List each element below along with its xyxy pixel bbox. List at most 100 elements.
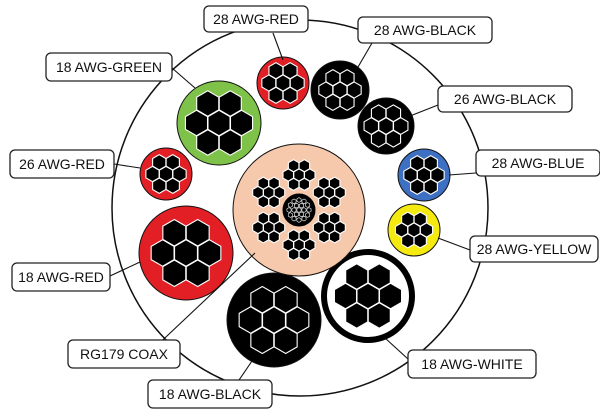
coax-center-strands	[286, 197, 312, 223]
coax-core-strand	[305, 212, 311, 218]
leader-red-26	[113, 163, 141, 169]
strand-hexagon	[257, 230, 270, 244]
wire-strands	[394, 211, 434, 249]
strand-hexagon	[298, 177, 311, 192]
leader-coax	[149, 252, 256, 353]
label-text: 28 AWG-RED	[213, 11, 299, 27]
wire-red-18	[138, 205, 234, 301]
strand-hexagon	[298, 228, 311, 243]
coax-core-strand	[294, 211, 299, 218]
coax-shield-bundles	[252, 158, 346, 262]
leader-black-26	[409, 104, 439, 117]
wire-group	[138, 56, 451, 368]
strand-hexagon	[410, 178, 425, 195]
strand-hexagon	[328, 176, 341, 190]
strand-hexagon	[257, 211, 270, 225]
leader-blue-28	[448, 172, 477, 176]
label-black-26: 26 AWG-BLACK	[437, 85, 573, 113]
label-text: 28 AWG-BLACK	[374, 22, 477, 38]
label-blue-28: 28 AWG-BLUE	[475, 149, 600, 177]
coax-core-strand	[305, 202, 311, 208]
label-red-18: 18 AWG-RED	[11, 262, 111, 292]
leader-black-28-top	[357, 42, 373, 68]
wire-red-28-top	[256, 56, 310, 110]
strand-hexagon	[401, 233, 415, 249]
strand-hexagon	[165, 154, 180, 171]
strand-hexagon	[268, 176, 280, 190]
strand-hexagon	[423, 178, 438, 195]
coax-core-strand	[291, 215, 297, 222]
wire-strands	[261, 62, 305, 104]
wire-yellow-28	[387, 203, 441, 257]
wire-white-18	[321, 249, 415, 343]
strand-hexagon	[250, 326, 275, 355]
strand-hexagon	[162, 259, 187, 288]
label-text: 18 AWG-RED	[18, 269, 104, 285]
coax-core-strand	[301, 207, 307, 213]
coax-core-strand	[299, 202, 304, 209]
strand-hexagon	[162, 218, 187, 247]
wire-black-18	[226, 272, 322, 368]
strand-hexagon	[250, 285, 275, 314]
strand-hexagon	[298, 247, 311, 262]
strand-hexagon	[268, 62, 284, 80]
strand-hexagon	[152, 154, 167, 171]
wire-strands	[333, 263, 403, 329]
leader-lines	[109, 32, 477, 384]
strand-hexagon	[410, 155, 425, 172]
strand-hexagon	[268, 86, 284, 104]
label-white-18: 18 AWG-WHITE	[407, 349, 537, 379]
leader-black-18	[236, 360, 253, 384]
strand-hexagon	[339, 69, 355, 87]
wire-green-18	[176, 80, 262, 166]
coax-core-strand	[296, 207, 302, 213]
coax-core-strand	[296, 217, 302, 223]
strand-hexagon	[385, 104, 402, 123]
wire-coax-rg179	[232, 143, 366, 277]
coax-core-strand	[291, 207, 297, 213]
strand-hexagon	[165, 177, 180, 194]
strand-hexagon	[196, 129, 220, 156]
label-text: 18 AWG-WHITE	[421, 356, 522, 372]
strand-hexagon	[257, 176, 270, 190]
wire-red-26	[139, 147, 193, 201]
coax-core-strand	[294, 202, 299, 209]
wire-black-28-top	[310, 60, 370, 120]
leader-green-18	[171, 67, 196, 89]
coax-core-strand	[286, 207, 292, 213]
labels: 28 AWG-RED 28 AWG-BLACK 26 AWG-BLACK 28 …	[9, 5, 600, 409]
leader-red-18	[109, 261, 141, 277]
coax-core-strand	[306, 207, 312, 213]
strand-hexagon	[401, 211, 415, 227]
strand-hexagon	[318, 195, 330, 209]
label-text: 26 AWG-RED	[19, 156, 105, 172]
strand-hexagon	[385, 129, 402, 148]
leader-yellow-28	[437, 237, 471, 251]
wire-strands	[184, 90, 254, 156]
label-text: 18 AWG-GREEN	[56, 59, 162, 75]
strand-hexagon	[325, 93, 341, 111]
leader-white-18	[384, 337, 409, 360]
wire-strands	[318, 69, 362, 111]
strand-hexagon	[328, 195, 341, 209]
strand-hexagon	[268, 195, 280, 209]
strand-hexagon	[257, 195, 270, 209]
strand-hexagon	[318, 176, 330, 190]
label-black-28-top: 28 AWG-BLACK	[357, 16, 493, 44]
strand-hexagon	[152, 177, 167, 194]
strand-hexagon	[318, 230, 330, 244]
strand-hexagon	[423, 155, 438, 172]
coax-core-strand	[301, 198, 307, 205]
wire-strands	[403, 155, 445, 195]
strand-hexagon	[268, 211, 280, 225]
leader-red-28-top	[272, 32, 284, 61]
label-green-18: 18 AWG-GREEN	[45, 52, 173, 82]
strand-hexagon	[370, 129, 387, 148]
strand-hexagon	[413, 211, 427, 227]
strand-hexagon	[282, 62, 298, 80]
strand-hexagon	[328, 230, 341, 244]
strand-hexagon	[282, 86, 298, 104]
strand-hexagon	[370, 104, 387, 123]
coax-core-strand	[287, 202, 293, 208]
